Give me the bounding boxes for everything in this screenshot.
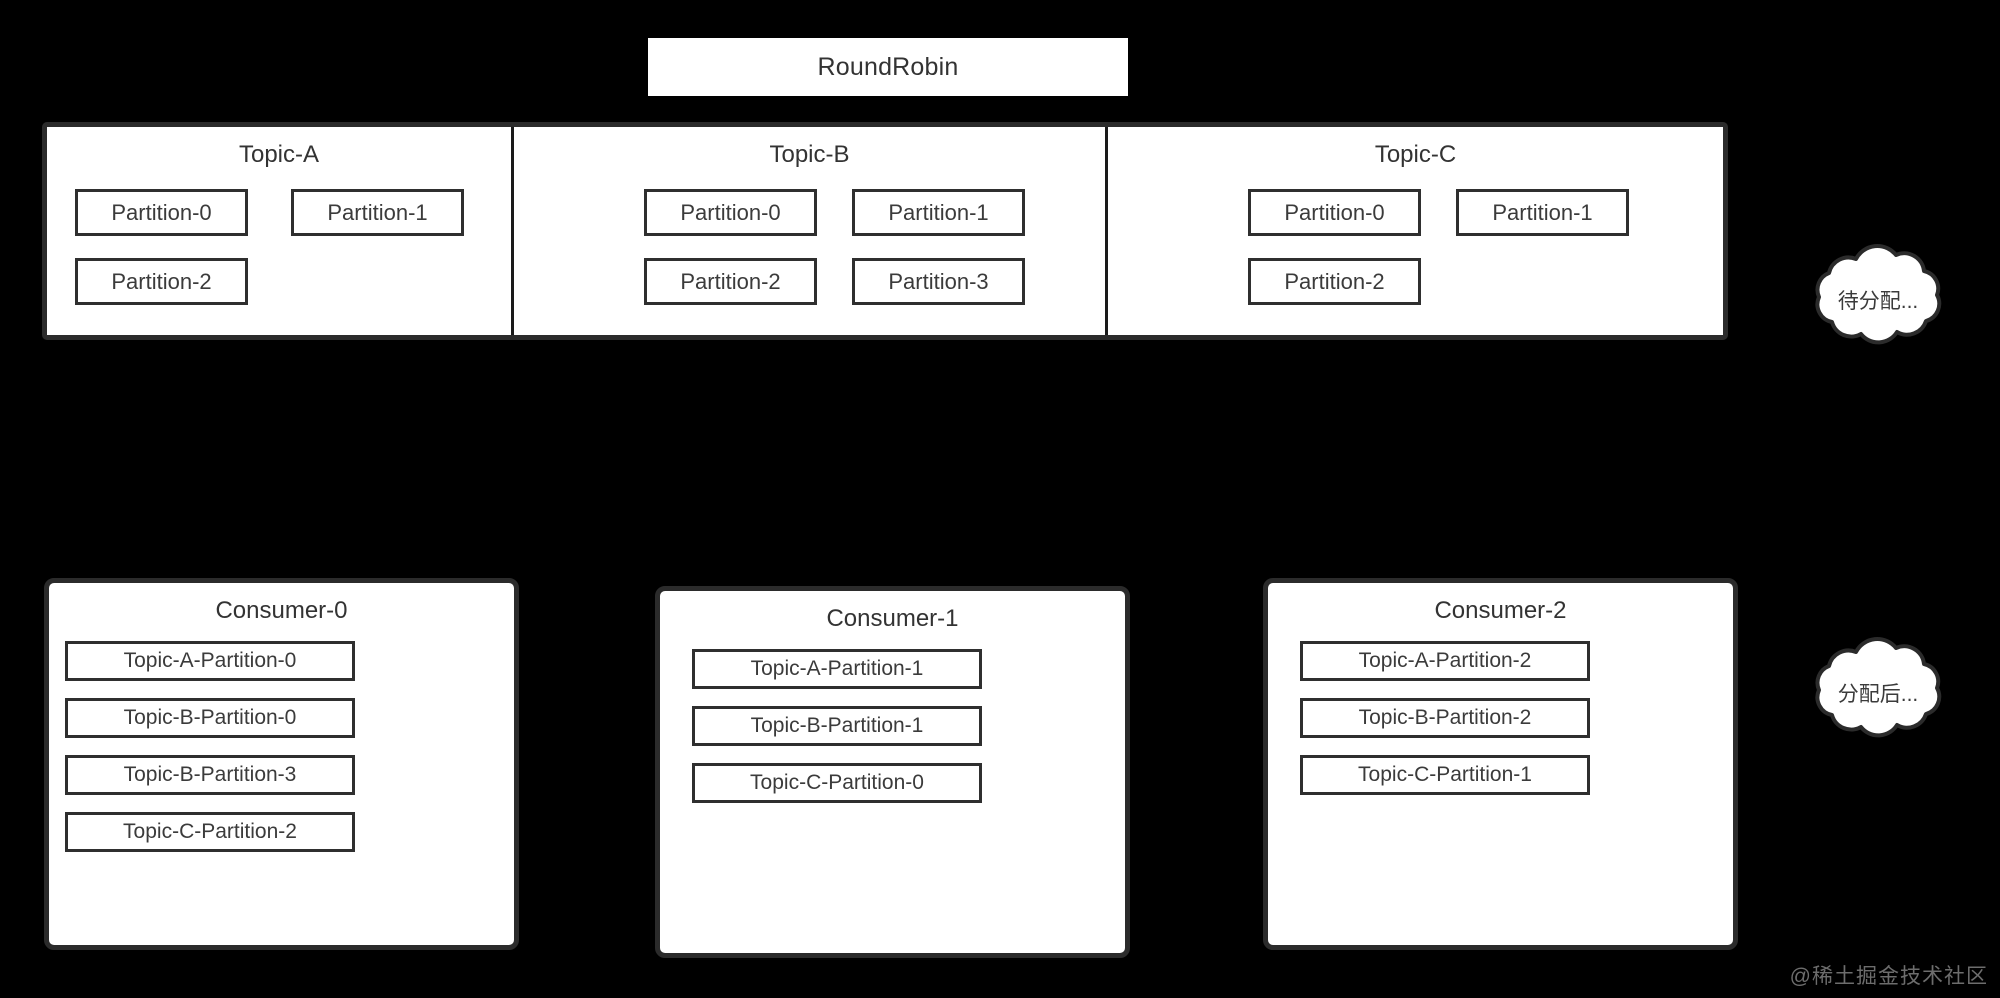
- partition-slot-empty: [1456, 258, 1629, 305]
- consumer-assignment-item[interactable]: Topic-C-Partition-0: [692, 763, 982, 803]
- partition-row: Partition-2: [75, 258, 511, 305]
- cloud-after-label: 分配后...: [1837, 683, 1919, 706]
- consumer-assignment-item[interactable]: Topic-A-Partition-2: [1300, 641, 1590, 681]
- consumer-assignment-item[interactable]: Topic-C-Partition-1: [1300, 755, 1590, 795]
- consumer-assignment-list-2: Topic-A-Partition-2 Topic-B-Partition-2 …: [1268, 641, 1733, 795]
- topic-title-c: Topic-C: [1374, 141, 1457, 168]
- consumer-assignment-item[interactable]: Topic-C-Partition-2: [65, 812, 355, 852]
- partition-row: Partition-2 Partition-3: [644, 258, 1105, 305]
- partition-box[interactable]: Partition-1: [1456, 189, 1629, 236]
- cloud-after-shape: 分配后...: [1795, 637, 1955, 748]
- roundrobin-title-box: RoundRobin: [648, 38, 1128, 96]
- consumer-assignment-item[interactable]: Topic-A-Partition-0: [65, 641, 355, 681]
- partition-slot-empty: [291, 258, 464, 305]
- roundrobin-label: RoundRobin: [817, 52, 959, 81]
- consumer-assignment-item[interactable]: Topic-A-Partition-1: [692, 649, 982, 689]
- consumer-assignment-item[interactable]: Topic-B-Partition-0: [65, 698, 355, 738]
- partition-row: Partition-2: [1248, 258, 1723, 305]
- partition-box[interactable]: Partition-1: [291, 189, 464, 236]
- consumer-panel-2: Consumer-2 Topic-A-Partition-2 Topic-B-P…: [1263, 578, 1738, 950]
- partition-grid-a: Partition-0 Partition-1 Partition-2: [47, 189, 511, 305]
- partition-grid-b: Partition-0 Partition-1 Partition-2 Part…: [514, 189, 1105, 305]
- partition-box[interactable]: Partition-1: [852, 189, 1025, 236]
- topic-title-b: Topic-B: [769, 141, 850, 168]
- consumer-panel-1: Consumer-1 Topic-A-Partition-1 Topic-B-P…: [655, 586, 1130, 958]
- partition-box[interactable]: Partition-0: [644, 189, 817, 236]
- consumer-title-1: Consumer-1: [826, 605, 959, 632]
- topics-container: Topic-A Partition-0 Partition-1 Partitio…: [42, 122, 1728, 340]
- consumer-assignment-item[interactable]: Topic-B-Partition-2: [1300, 698, 1590, 738]
- partition-row: Partition-0 Partition-1: [644, 189, 1105, 236]
- cloud-icon: [1815, 637, 1942, 738]
- cloud-pending-shape: 待分配...: [1795, 244, 1955, 355]
- partition-box[interactable]: Partition-0: [1248, 189, 1421, 236]
- partition-box[interactable]: Partition-2: [644, 258, 817, 305]
- cloud-icon: [1815, 244, 1942, 345]
- partition-grid-c: Partition-0 Partition-1 Partition-2: [1108, 189, 1723, 305]
- topic-panel-b: Topic-B Partition-0 Partition-1 Partitio…: [511, 127, 1105, 335]
- consumer-panel-0: Consumer-0 Topic-A-Partition-0 Topic-B-P…: [44, 578, 519, 950]
- topic-title-a: Topic-A: [238, 141, 320, 168]
- partition-row: Partition-0 Partition-1: [75, 189, 511, 236]
- topic-panel-c: Topic-C Partition-0 Partition-1 Partitio…: [1105, 127, 1723, 335]
- partition-box[interactable]: Partition-2: [1248, 258, 1421, 305]
- partition-box[interactable]: Partition-3: [852, 258, 1025, 305]
- partition-box[interactable]: Partition-0: [75, 189, 248, 236]
- partition-row: Partition-0 Partition-1: [1248, 189, 1723, 236]
- consumer-assignment-item[interactable]: Topic-B-Partition-1: [692, 706, 982, 746]
- consumer-assignment-item[interactable]: Topic-B-Partition-3: [65, 755, 355, 795]
- partition-box[interactable]: Partition-2: [75, 258, 248, 305]
- consumer-title-2: Consumer-2: [1434, 597, 1567, 624]
- watermark: @稀土掘金技术社区: [1789, 965, 1988, 988]
- consumer-assignment-list-0: Topic-A-Partition-0 Topic-B-Partition-0 …: [49, 641, 514, 852]
- consumer-title-0: Consumer-0: [215, 597, 348, 624]
- cloud-pending-label: 待分配...: [1837, 290, 1919, 313]
- consumer-assignment-list-1: Topic-A-Partition-1 Topic-B-Partition-1 …: [660, 649, 1125, 803]
- topic-panel-a: Topic-A Partition-0 Partition-1 Partitio…: [47, 127, 511, 335]
